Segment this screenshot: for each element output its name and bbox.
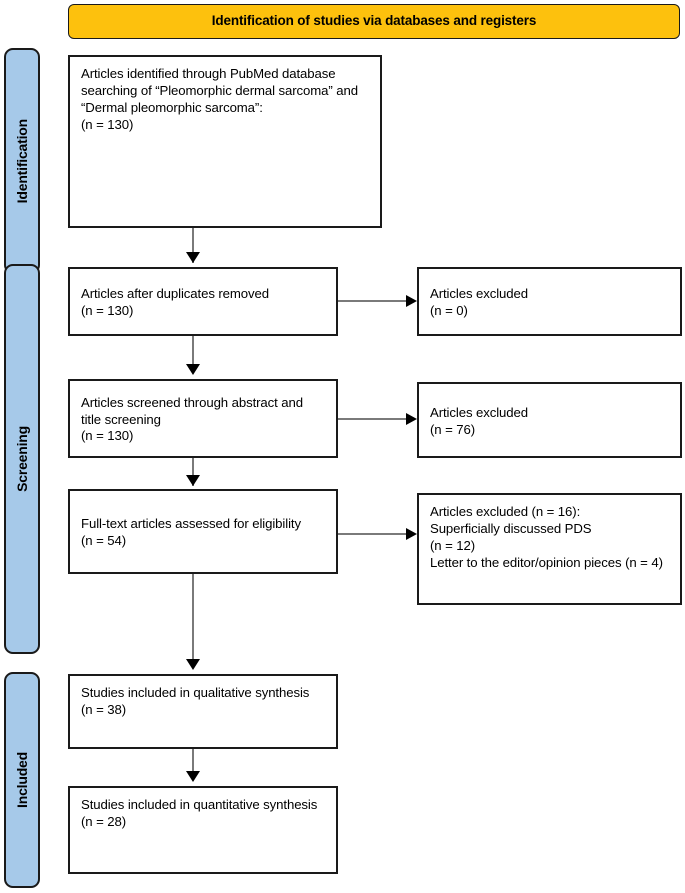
connector-duplicates-to-screened xyxy=(192,336,194,371)
stage-label-screening: Screening xyxy=(14,426,30,492)
connector-identified-to-duplicates xyxy=(192,228,194,263)
arrowhead-down-icon xyxy=(186,364,200,375)
stage-label-included: Included xyxy=(14,752,30,808)
box-articles-screened-text: Articles screened through abstract and t… xyxy=(81,394,303,444)
diagram-header-banner: Identification of studies via databases … xyxy=(68,4,680,39)
box-fulltext-articles-assessed: Full-text articles assessed for eligibil… xyxy=(68,489,338,574)
stage-bar-screening: Screening xyxy=(4,264,40,654)
stage-label-identification: Identification xyxy=(14,118,30,204)
connector-fulltext-to-excluded xyxy=(338,533,410,535)
arrowhead-right-icon xyxy=(406,295,417,307)
box-studies-included-quantitative: Studies included in quantitative synthes… xyxy=(68,786,338,874)
box-articles-excluded-screening: Articles excluded (n = 76) xyxy=(417,382,682,458)
arrowhead-down-icon xyxy=(186,252,200,263)
connector-duplicates-to-excluded xyxy=(338,300,410,302)
connector-screened-to-fulltext xyxy=(192,458,194,486)
box-articles-identified: Articles identified through PubMed datab… xyxy=(68,55,382,228)
arrowhead-down-icon xyxy=(186,475,200,486)
box-fulltext-articles-assessed-text: Full-text articles assessed for eligibil… xyxy=(81,516,301,548)
arrowhead-down-icon xyxy=(186,659,200,670)
connector-qualitative-to-quantitative xyxy=(192,749,194,779)
box-articles-excluded-fulltext-text: Articles excluded (n = 16): Superficiall… xyxy=(430,504,663,570)
stage-bar-identification: Identification xyxy=(4,48,40,274)
connector-screened-to-excluded xyxy=(338,418,410,420)
stage-bar-included: Included xyxy=(4,672,40,888)
box-articles-after-duplicates-removed: Articles after duplicates removed (n = 1… xyxy=(68,267,338,336)
arrowhead-down-icon xyxy=(186,771,200,782)
box-articles-excluded-fulltext: Articles excluded (n = 16): Superficiall… xyxy=(417,493,682,605)
box-articles-excluded-screening-text: Articles excluded (n = 76) xyxy=(430,404,528,437)
arrowhead-right-icon xyxy=(406,413,417,425)
box-studies-included-qualitative-text: Studies included in qualitative synthesi… xyxy=(81,685,310,717)
box-articles-identified-text: Articles identified through PubMed datab… xyxy=(81,66,358,132)
box-articles-excluded-duplicates-text: Articles excluded (n = 0) xyxy=(430,286,528,318)
box-studies-included-quantitative-text: Studies included in quantitative synthes… xyxy=(81,797,318,829)
box-studies-included-qualitative: Studies included in qualitative synthesi… xyxy=(68,674,338,749)
diagram-header-title: Identification of studies via databases … xyxy=(211,13,537,29)
box-articles-excluded-duplicates: Articles excluded (n = 0) xyxy=(417,267,682,336)
box-articles-screened: Articles screened through abstract and t… xyxy=(68,379,338,458)
connector-fulltext-to-qualitative xyxy=(192,574,194,666)
box-articles-after-duplicates-removed-text: Articles after duplicates removed (n = 1… xyxy=(81,286,270,318)
arrowhead-right-icon xyxy=(406,528,417,540)
